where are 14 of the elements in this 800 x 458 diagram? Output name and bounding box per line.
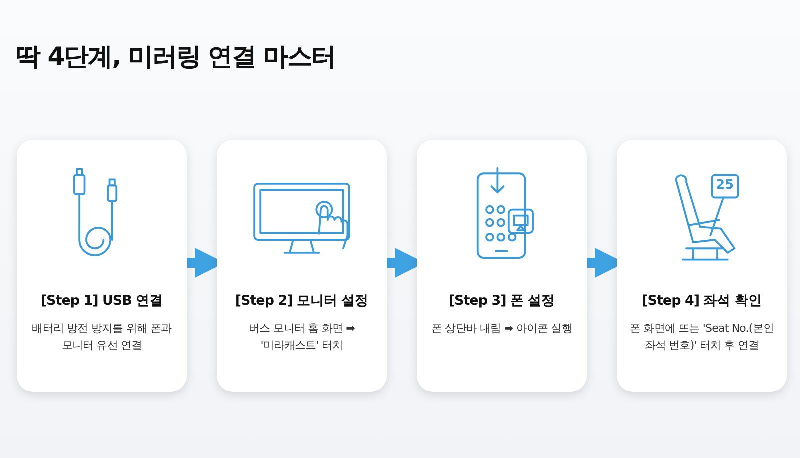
title: 딱 4단계, 미러링 연결 마스터 (16, 41, 336, 73)
step-description: 배터리 방전 방지를 위해 폰과 모니터 유선 연결 (31, 321, 173, 354)
step-heading: [Step 3] 폰 설정 (448, 292, 556, 310)
step-description: 폰 화면에 뜨는 'Seat No.(본인 좌석 번호)' 터치 후 연결 (629, 321, 775, 354)
step-card (417, 140, 587, 392)
step-description: 버스 모니터 홈 화면 ➡ '미라캐스트' 터치 (248, 321, 356, 354)
step-heading: [Step 1] USB 연결 (40, 292, 164, 310)
step-heading: [Step 2] 모니터 설정 (234, 292, 370, 310)
step-heading: [Step 4] 좌석 확인 (641, 292, 763, 310)
seat-number: 25 (715, 178, 735, 193)
step-card (217, 140, 387, 392)
step-card (617, 140, 787, 392)
step-description: 폰 상단바 내림 ➡ 아이콘 실행 (430, 321, 574, 337)
step-card (17, 140, 187, 392)
